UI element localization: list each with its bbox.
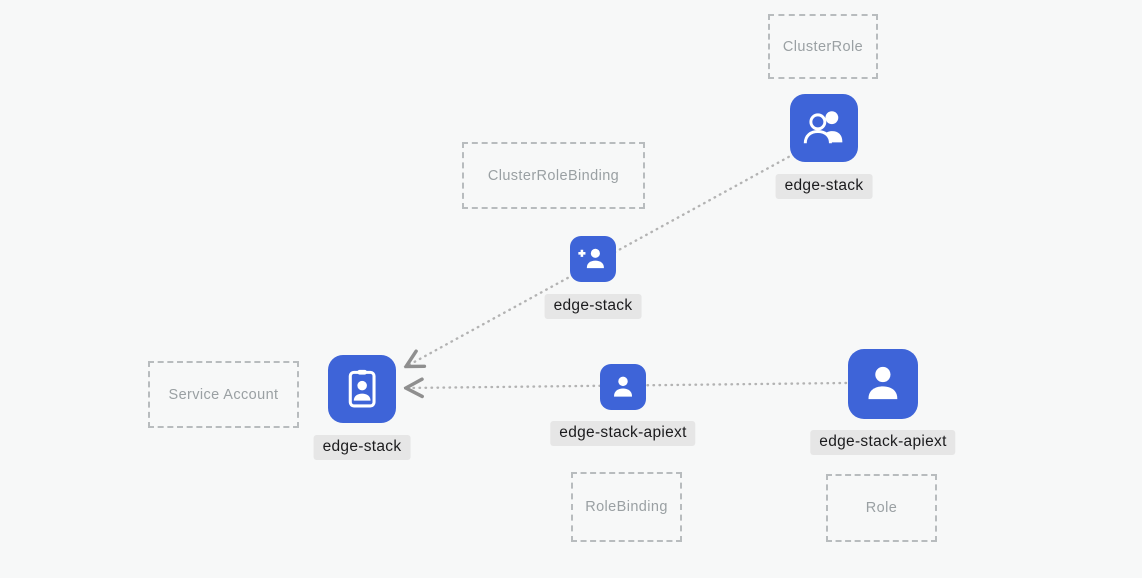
users-icon [803, 111, 843, 144]
kind-label-cluster-role-binding: ClusterRoleBinding [487, 167, 620, 184]
kind-label-service-account: Service Account [168, 386, 279, 403]
node-label-role-binding: edge-stack-apiext [550, 421, 696, 446]
node-cluster-role-binding[interactable] [570, 236, 616, 282]
kind-box-role: Role [826, 474, 937, 542]
node-role[interactable] [848, 349, 918, 419]
user-icon [868, 367, 898, 400]
node-role-binding[interactable] [600, 364, 646, 410]
id-badge-icon [348, 369, 376, 408]
node-cluster-role[interactable] [790, 94, 858, 162]
kind-box-service-account: Service Account [148, 361, 299, 428]
user-icon [614, 376, 632, 397]
kind-box-cluster-role: ClusterRole [768, 14, 878, 79]
node-label-service-account: edge-stack [313, 435, 411, 460]
kind-box-cluster-role-binding: ClusterRoleBinding [462, 142, 645, 209]
node-label-cluster-role-binding: edge-stack [544, 294, 642, 319]
kind-label-cluster-role: ClusterRole [782, 38, 864, 55]
node-service-account[interactable] [328, 355, 396, 423]
user-plus-icon [578, 248, 604, 269]
kind-label-role-binding: RoleBinding [585, 499, 668, 515]
node-label-role: edge-stack-apiext [810, 430, 956, 455]
kind-box-role-binding: RoleBinding [571, 472, 682, 542]
kind-label-role: Role [865, 500, 898, 516]
node-label-cluster-role: edge-stack [775, 174, 873, 199]
